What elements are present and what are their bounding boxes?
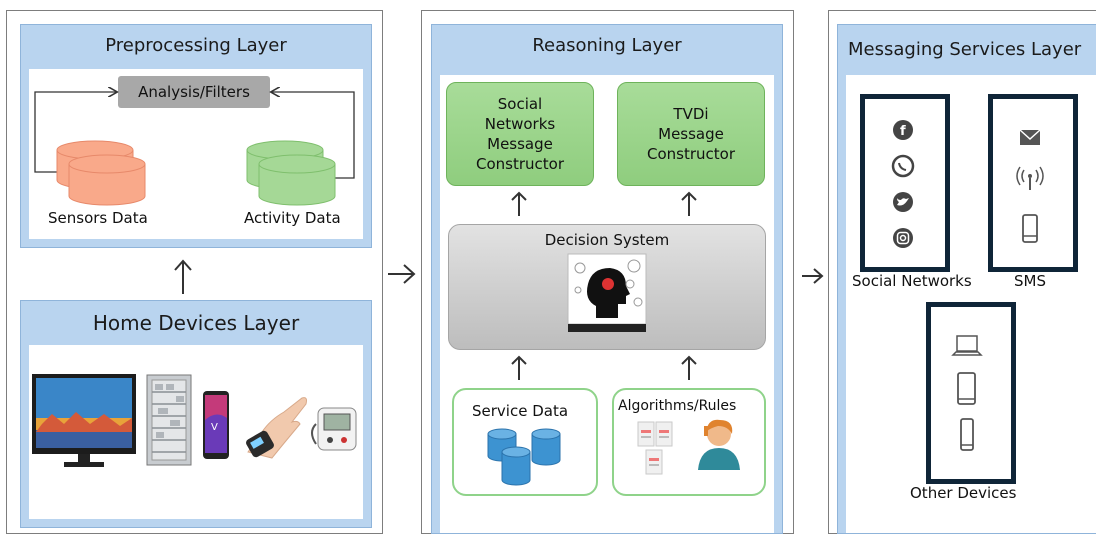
tablet-icon <box>957 372 976 405</box>
envelope-icon <box>1019 129 1041 145</box>
signal-tower-icon <box>1016 166 1044 190</box>
preprocessing-layer-title: Preprocessing Layer <box>105 35 287 56</box>
right-arrow-icon <box>388 264 416 284</box>
whatsapp-icon <box>891 154 915 178</box>
up-arrow-icon <box>681 191 697 216</box>
sms-label: SMS <box>1014 272 1046 290</box>
home-devices-layer-title: Home Devices Layer <box>92 311 300 335</box>
svg-text:f: f <box>900 124 906 139</box>
sensors-data-label: Sensors Data <box>48 209 148 227</box>
up-arrow-icon <box>174 259 192 294</box>
social-constructor-label: Social Networks Message Constructor <box>475 95 564 173</box>
right-arrow-icon <box>802 268 824 284</box>
phone-icon: V <box>203 391 229 459</box>
tvdi-constructor-label: TVDi Message Constructor <box>647 105 736 163</box>
twitter-icon <box>893 192 913 212</box>
other-devices-panel <box>926 302 1016 484</box>
instagram-icon <box>893 228 913 248</box>
algorithms-rules-label: Algorithms/Rules <box>618 398 737 414</box>
other-devices-label: Other Devices <box>910 484 1017 502</box>
social-networks-message-constructor: Social Networks Message Constructor <box>446 82 594 186</box>
tv-icon <box>32 374 136 467</box>
tvdi-message-constructor: TVDi Message Constructor <box>617 82 765 186</box>
up-arrow-icon <box>681 355 697 380</box>
reasoning-layer-title: Reasoning Layer <box>532 35 682 56</box>
person-avatar-icon <box>698 419 740 470</box>
social-networks-label: Social Networks <box>852 272 972 290</box>
analysis-filters-box: Analysis/Filters <box>118 76 270 108</box>
activity-data-icon <box>246 140 336 206</box>
messaging-layer-title: Messaging Services Layer <box>848 39 1082 60</box>
svg-text:V: V <box>211 422 218 433</box>
brain-head-icon <box>567 253 647 332</box>
fridge-icon <box>146 374 192 466</box>
laptop-icon <box>951 335 983 356</box>
rules-document-icon <box>637 421 673 475</box>
facebook-icon: f <box>893 120 913 140</box>
smartphone-icon <box>960 418 974 451</box>
up-arrow-icon <box>511 191 527 216</box>
sensors-data-icon <box>56 140 146 206</box>
decision-system-label: Decision System <box>544 231 670 249</box>
up-arrow-icon <box>511 355 527 380</box>
activity-data-label: Activity Data <box>244 209 341 227</box>
analysis-filters-label: Analysis/Filters <box>138 83 250 101</box>
service-data-label: Service Data <box>472 402 569 420</box>
blood-pressure-monitor-icon <box>311 407 357 451</box>
mobile-phone-icon <box>1022 214 1038 243</box>
database-icon <box>487 428 561 486</box>
pulse-oximeter-icon <box>246 397 307 459</box>
